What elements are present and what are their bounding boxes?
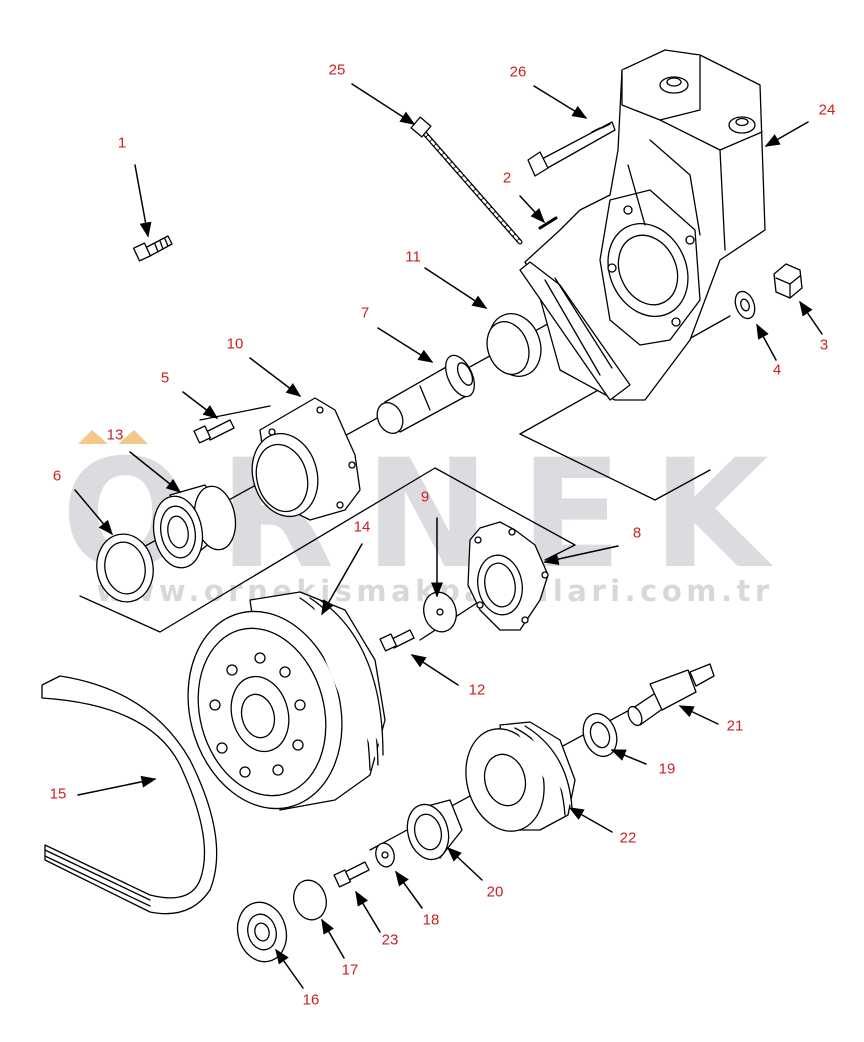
- idler-pulley: [465, 721, 576, 832]
- callout-7: 7: [360, 304, 370, 322]
- shaft: [376, 354, 475, 435]
- flange: [467, 521, 549, 631]
- callout-11: 11: [405, 248, 421, 266]
- callout-5: 5: [160, 369, 170, 387]
- washer-18: [375, 842, 395, 868]
- hex-nut: [773, 263, 803, 299]
- callout-15: 15: [49, 785, 67, 803]
- callout-17: 17: [341, 961, 359, 979]
- threaded-rod: [410, 116, 523, 245]
- callout-8: 8: [632, 524, 642, 542]
- end-cap: [236, 901, 288, 963]
- callout-4: 4: [772, 361, 782, 379]
- callout-9: 9: [420, 488, 430, 506]
- callout-1: 1: [117, 134, 127, 152]
- callout-23: 23: [381, 931, 399, 949]
- bearing-13: [152, 484, 237, 569]
- callout-19: 19: [658, 760, 676, 778]
- small-pin: [538, 216, 558, 230]
- callout-25: 25: [328, 61, 346, 79]
- drive-belt: [41, 675, 218, 915]
- callout-12: 12: [468, 681, 486, 699]
- callout-20: 20: [486, 883, 504, 901]
- callout-26: 26: [509, 63, 527, 81]
- bolt-23: [333, 861, 370, 888]
- mounting-bracket: [519, 49, 766, 401]
- seal-cap: [486, 313, 542, 377]
- idler-stud: [627, 663, 715, 727]
- callout-22: 22: [619, 829, 637, 847]
- callout-10: 10: [226, 335, 244, 353]
- leader-arrows: [74, 83, 823, 989]
- bolt-5: [193, 419, 235, 444]
- seal-ring: [96, 533, 154, 603]
- spacer-ring: [582, 712, 618, 758]
- callout-13: 13: [106, 426, 124, 444]
- crank-pulley: [187, 591, 386, 811]
- assembly-outline: [79, 467, 576, 633]
- washer-9: [423, 591, 457, 633]
- callout-3: 3: [819, 336, 829, 354]
- bolt-1: [132, 235, 173, 262]
- callout-21: 21: [726, 717, 744, 735]
- callout-2: 2: [502, 169, 512, 187]
- callout-16: 16: [302, 991, 320, 1009]
- bolt-12: [379, 629, 415, 652]
- long-bolt: [527, 121, 616, 177]
- callout-18: 18: [422, 911, 440, 929]
- washer-4: [734, 290, 756, 320]
- watermark-accent-icon: [78, 430, 148, 444]
- callout-14: 14: [353, 518, 371, 536]
- callout-6: 6: [52, 467, 62, 485]
- bearing-housing: [251, 397, 361, 521]
- bearing-20: [406, 799, 463, 861]
- o-ring: [293, 879, 327, 921]
- callout-24: 24: [818, 101, 836, 119]
